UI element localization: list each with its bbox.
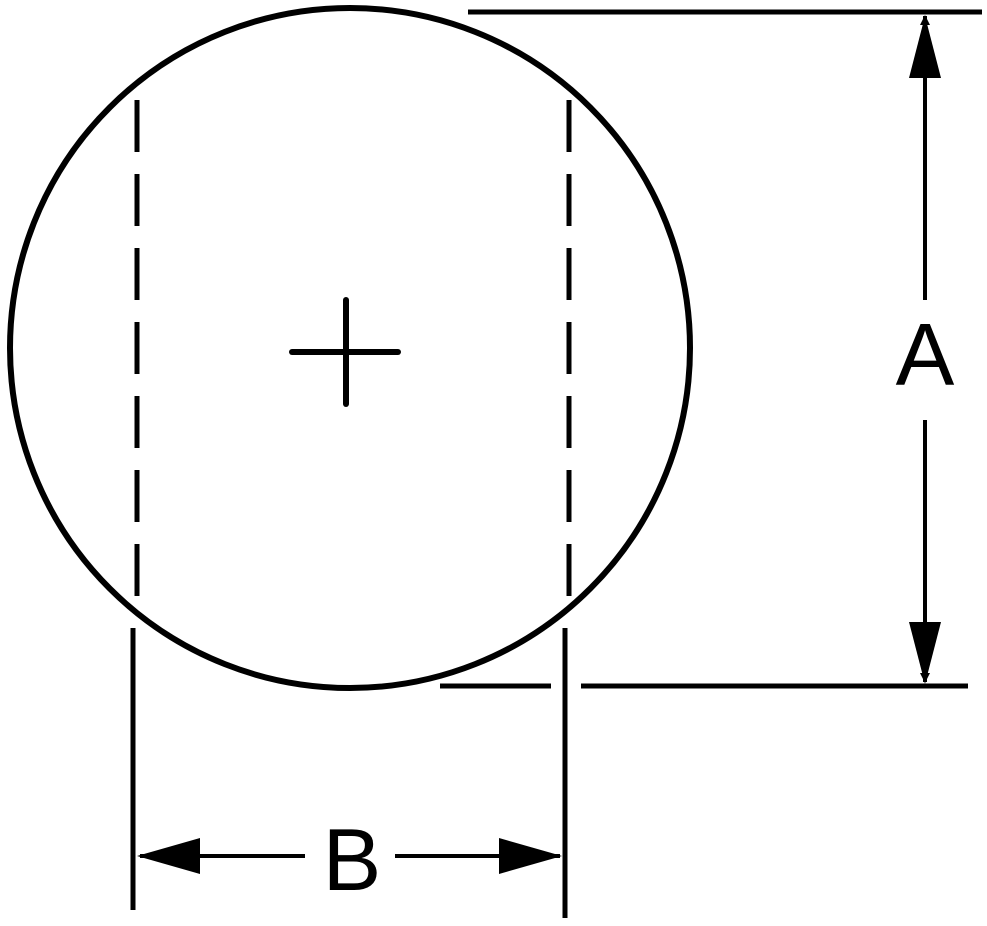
arrowhead-b-left <box>137 838 200 874</box>
arrowhead-a-top <box>909 16 941 78</box>
arrowhead-b-right <box>499 838 562 874</box>
arrowhead-a-bottom <box>909 622 941 684</box>
center-mark <box>289 297 401 407</box>
main-circle <box>7 5 693 691</box>
dimension-label-a: A <box>896 305 955 404</box>
dimension-label-b: B <box>323 810 382 909</box>
